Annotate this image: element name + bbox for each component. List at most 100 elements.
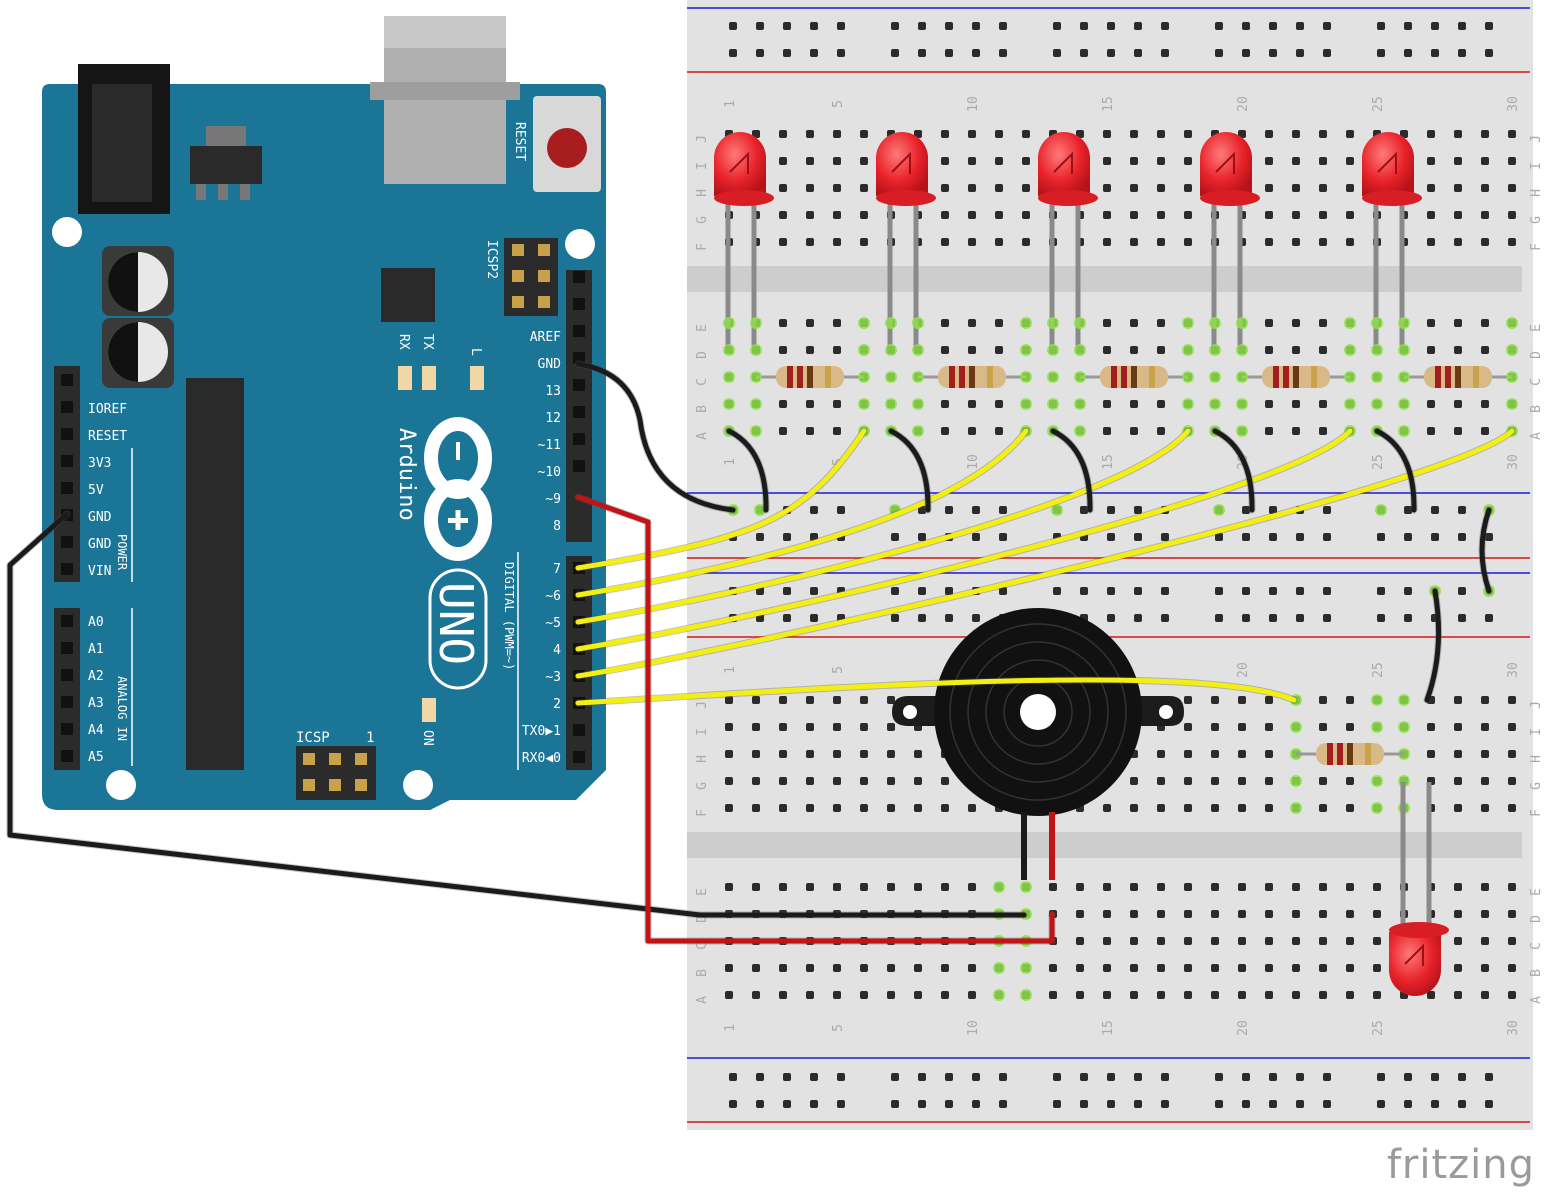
rail-hole	[1215, 533, 1223, 541]
breadboard-hole	[1211, 964, 1219, 972]
header-pin	[61, 374, 73, 386]
rail-hole	[1404, 22, 1412, 30]
breadboard-hole	[1454, 804, 1462, 812]
breadboard-hole	[1103, 400, 1111, 408]
rail-hole	[1485, 1073, 1493, 1081]
breadboard-hole	[1238, 723, 1246, 731]
breadboard-hole	[1238, 696, 1246, 704]
breadboard-hole	[833, 883, 841, 891]
breadboard-hole	[1184, 937, 1192, 945]
column-number: 1	[723, 458, 738, 466]
rail-hole	[729, 22, 737, 30]
row-letter: J	[1529, 135, 1544, 143]
rail-hole	[1107, 614, 1115, 622]
breadboard-hole	[1184, 777, 1192, 785]
row-letter: B	[695, 405, 710, 413]
row-letter: D	[695, 351, 710, 359]
rail-hole	[1242, 1100, 1250, 1108]
breadboard-hole	[779, 964, 787, 972]
l-label: L	[468, 348, 483, 356]
breadboard-hole	[833, 346, 841, 354]
analog-header	[54, 608, 80, 770]
connection-dot	[1182, 344, 1194, 356]
connection-dot	[1051, 504, 1063, 516]
column-number: 30	[1506, 662, 1521, 678]
breadboard-hole	[1265, 211, 1273, 219]
breadboard-hole	[1184, 723, 1192, 731]
column-number: 20	[1236, 1020, 1251, 1036]
breadboard-hole	[1481, 750, 1489, 758]
breadboard-hole	[1346, 777, 1354, 785]
rail-hole	[1161, 1073, 1169, 1081]
breadboard-hole	[1292, 964, 1300, 972]
breadboard-hole	[1508, 211, 1516, 219]
rail-hole	[1053, 22, 1061, 30]
breadboard-hole	[1346, 238, 1354, 246]
rail-hole	[1242, 587, 1250, 595]
rail-hole	[1269, 506, 1277, 514]
breadboard-hole	[1454, 184, 1462, 192]
rail-hole	[1485, 1100, 1493, 1108]
rail-hole	[1269, 49, 1277, 57]
breadboard-hole	[941, 184, 949, 192]
breadboard-hole	[1319, 777, 1327, 785]
rail-hole	[783, 533, 791, 541]
connection-dot	[754, 504, 766, 516]
connection-dot	[1209, 344, 1221, 356]
row-letter: C	[695, 378, 710, 386]
analog-pin-label: A3	[88, 696, 104, 711]
breadboard-hole	[914, 750, 922, 758]
breadboard-hole	[1319, 211, 1327, 219]
rail-hole	[1107, 587, 1115, 595]
breadboard-hole	[887, 777, 895, 785]
row-letter: F	[1529, 243, 1544, 251]
breadboard-hole	[833, 991, 841, 999]
breadboard-hole	[1346, 157, 1354, 165]
breadboard-hole	[995, 346, 1003, 354]
rail-hole	[945, 587, 953, 595]
rail-hole	[1323, 533, 1331, 541]
rail-hole	[756, 614, 764, 622]
digital-pin-label: ~11	[538, 438, 561, 453]
breadboard-hole	[1265, 991, 1273, 999]
row-letter: E	[695, 324, 710, 332]
breadboard-hole	[968, 804, 976, 812]
rail-hole	[756, 1100, 764, 1108]
rail-hole	[1053, 1073, 1061, 1081]
rail-hole	[972, 533, 980, 541]
breadboard-hole	[1319, 804, 1327, 812]
rail-hole	[783, 1073, 791, 1081]
breadboard-hole	[1184, 184, 1192, 192]
digital-pin-label: 12	[545, 411, 561, 426]
breadboard-hole	[1022, 211, 1030, 219]
breadboard-hole	[1319, 696, 1327, 704]
rail-hole	[1458, 49, 1466, 57]
rail-hole	[999, 587, 1007, 595]
breadboard-hole	[1103, 238, 1111, 246]
connection-dot	[750, 398, 762, 410]
rail-hole	[729, 1100, 737, 1108]
column-number: 1	[723, 666, 738, 674]
breadboard-hole	[1157, 346, 1165, 354]
rail-hole	[972, 1100, 980, 1108]
breadboard-hole	[1184, 238, 1192, 246]
breadboard-hole	[1265, 883, 1273, 891]
breadboard-hole	[1049, 991, 1057, 999]
breadboard-hole	[779, 157, 787, 165]
rail-hole	[1080, 22, 1088, 30]
breadboard-hole	[779, 238, 787, 246]
rail-hole	[837, 22, 845, 30]
breadboard-hole	[968, 400, 976, 408]
rail-hole	[1377, 1073, 1385, 1081]
breadboard-hole	[1481, 130, 1489, 138]
red-led	[1389, 782, 1449, 996]
column-number: 15	[1101, 454, 1116, 470]
breadboard-hole	[1022, 184, 1030, 192]
rail-jumper	[1479, 507, 1492, 594]
connection-dot	[1047, 371, 1059, 383]
rail-hole	[1107, 506, 1115, 514]
rail-hole	[1296, 1073, 1304, 1081]
breadboard-hole	[1481, 723, 1489, 731]
rail-hole	[1215, 614, 1223, 622]
breadboard-hole	[860, 883, 868, 891]
